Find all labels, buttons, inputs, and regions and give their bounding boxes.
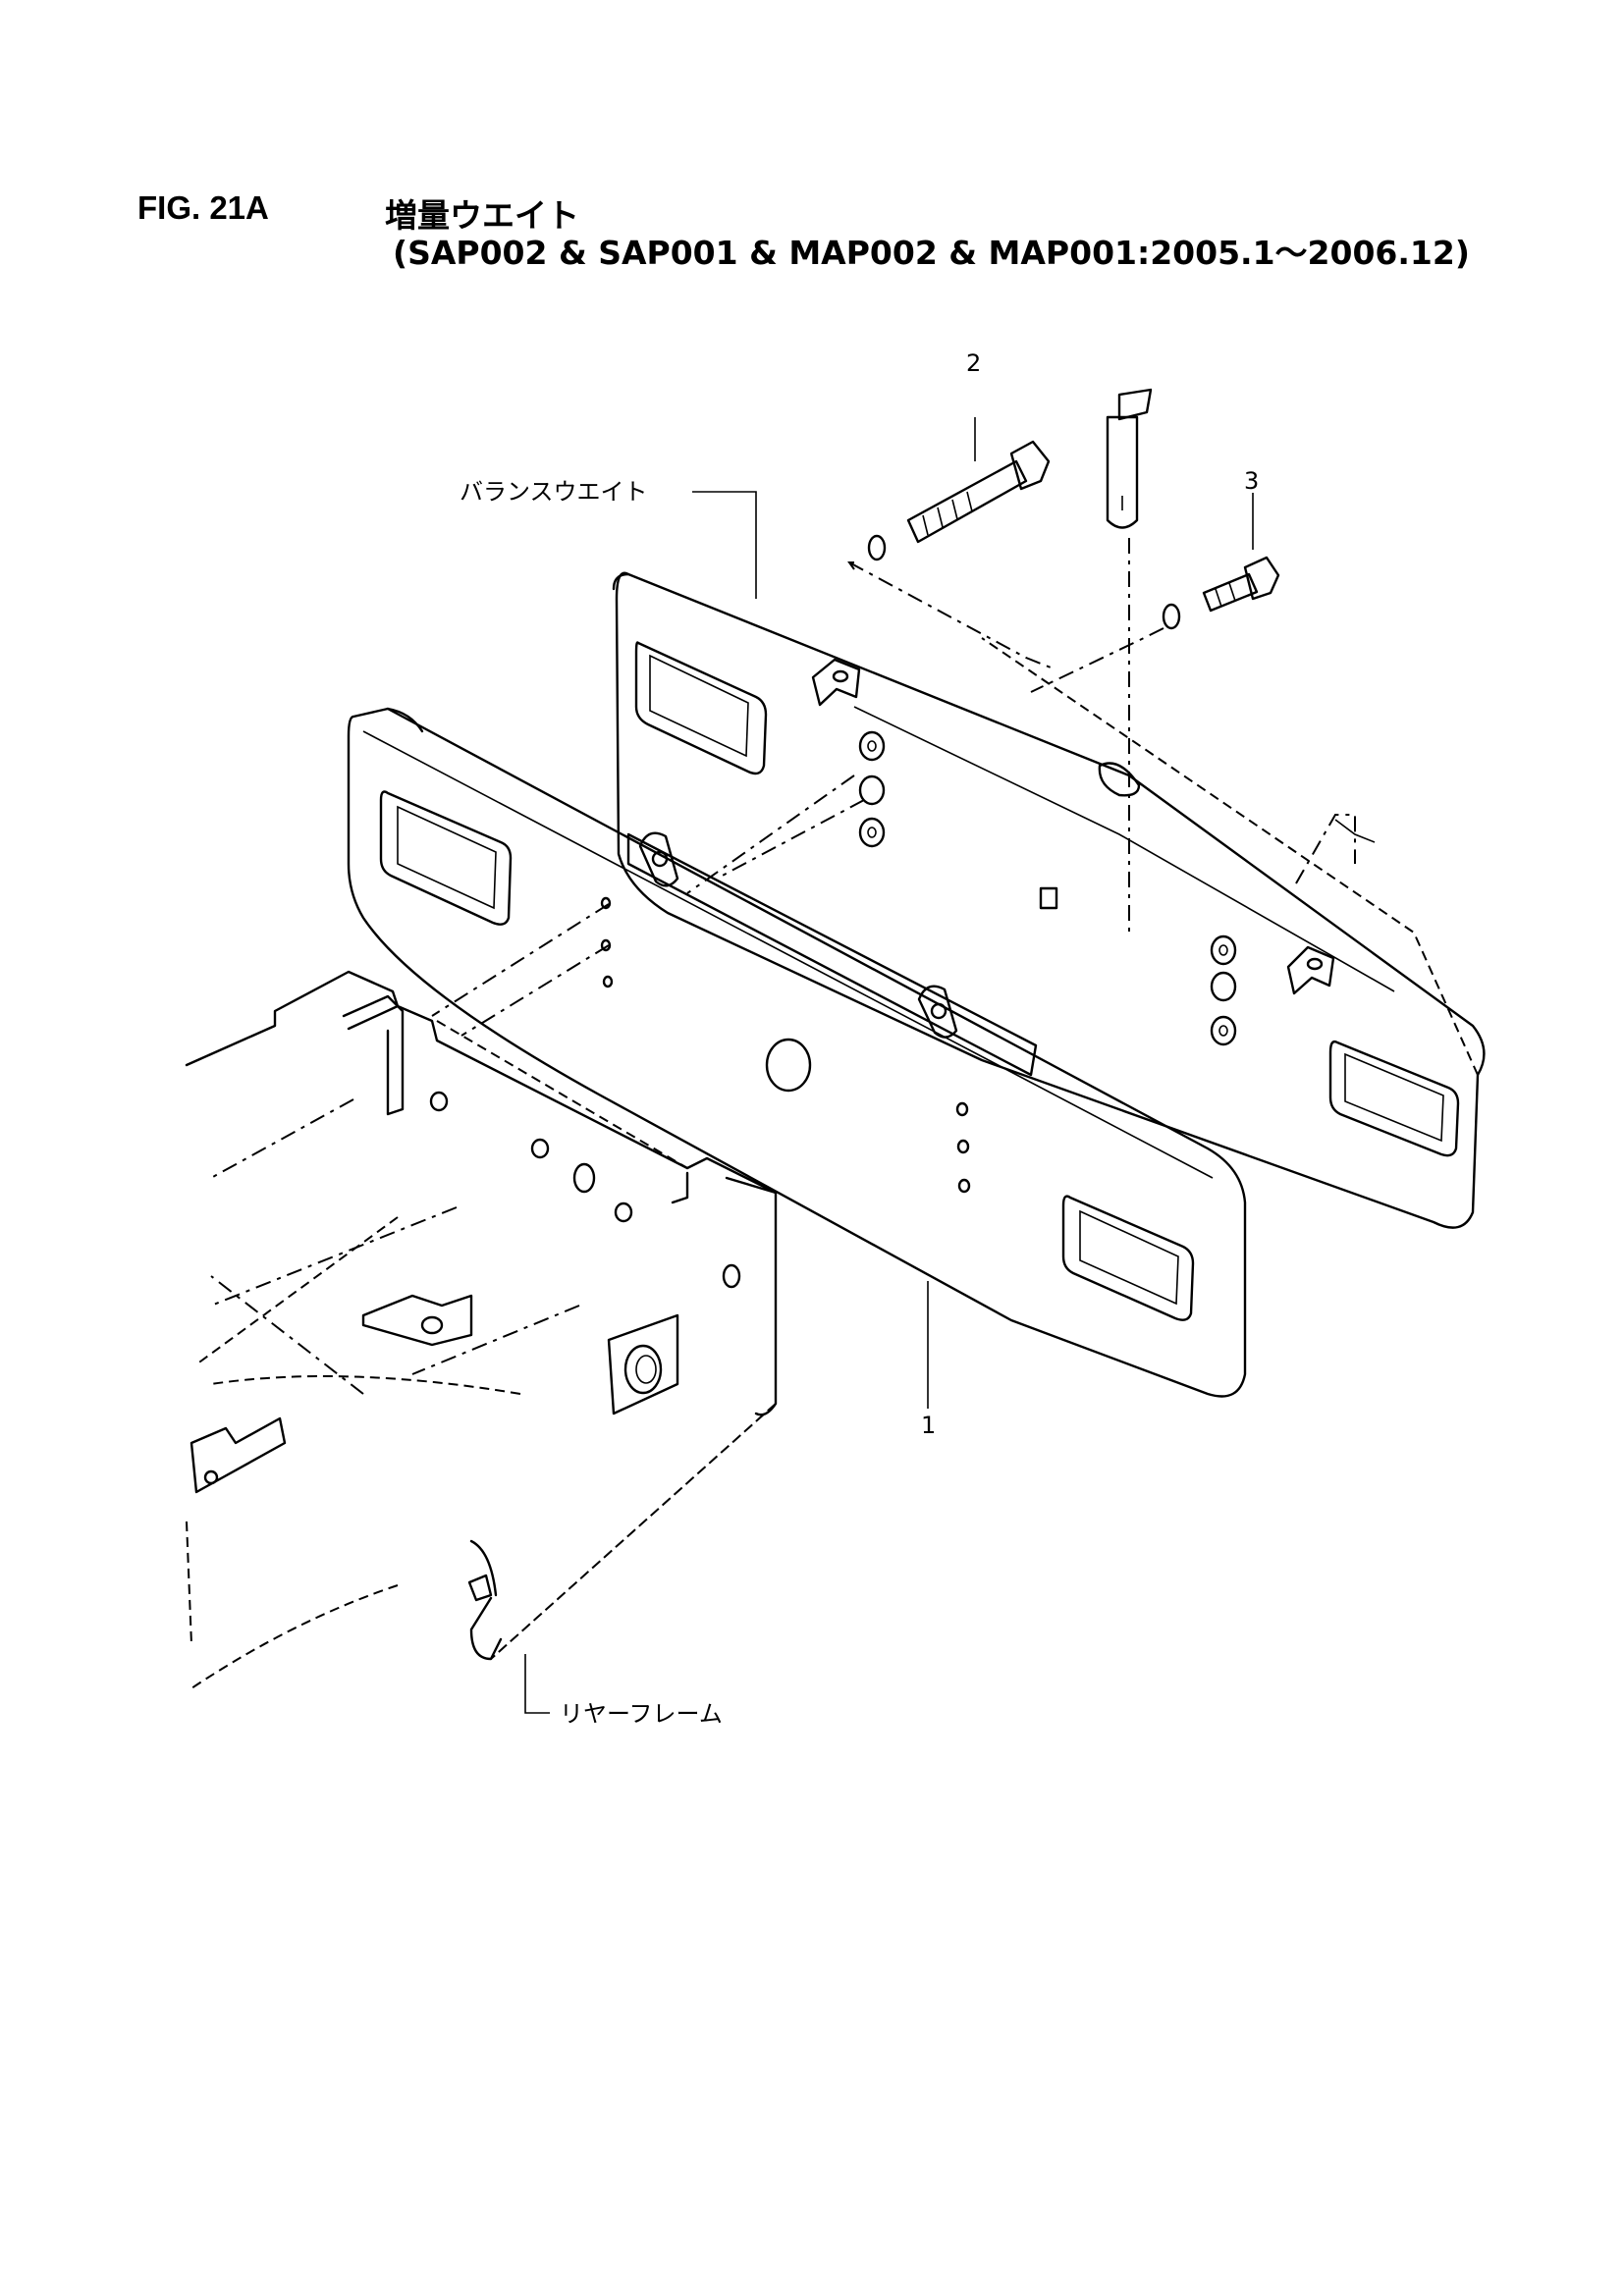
bolt-long-part-2 — [906, 440, 1051, 544]
bolt-short-part-3 — [1202, 556, 1280, 613]
balance-weight-part — [612, 571, 1486, 1229]
washer-stack — [858, 534, 1237, 1046]
callout-number-3: 3 — [1244, 467, 1259, 495]
callout-number-2: 2 — [966, 349, 981, 377]
rear-frame — [185, 970, 778, 1661]
figure-title: 増量ウエイト — [385, 196, 579, 235]
leader-lines — [524, 417, 1376, 1714]
balance-weight-label: バランスウエイト — [460, 478, 648, 506]
pin-part — [1106, 388, 1153, 529]
callout-number-1: 1 — [921, 1412, 936, 1439]
figure-number: FIG. 21A — [137, 189, 269, 226]
rear-frame-label: リヤーフレーム — [560, 1700, 723, 1728]
assembly-guide-lines — [186, 538, 1479, 1689]
additional-weight-bar — [347, 707, 1247, 1398]
figure-subtitle: (SAP002 & SAP001 & MAP002 & MAP001:2005.… — [393, 234, 1470, 272]
